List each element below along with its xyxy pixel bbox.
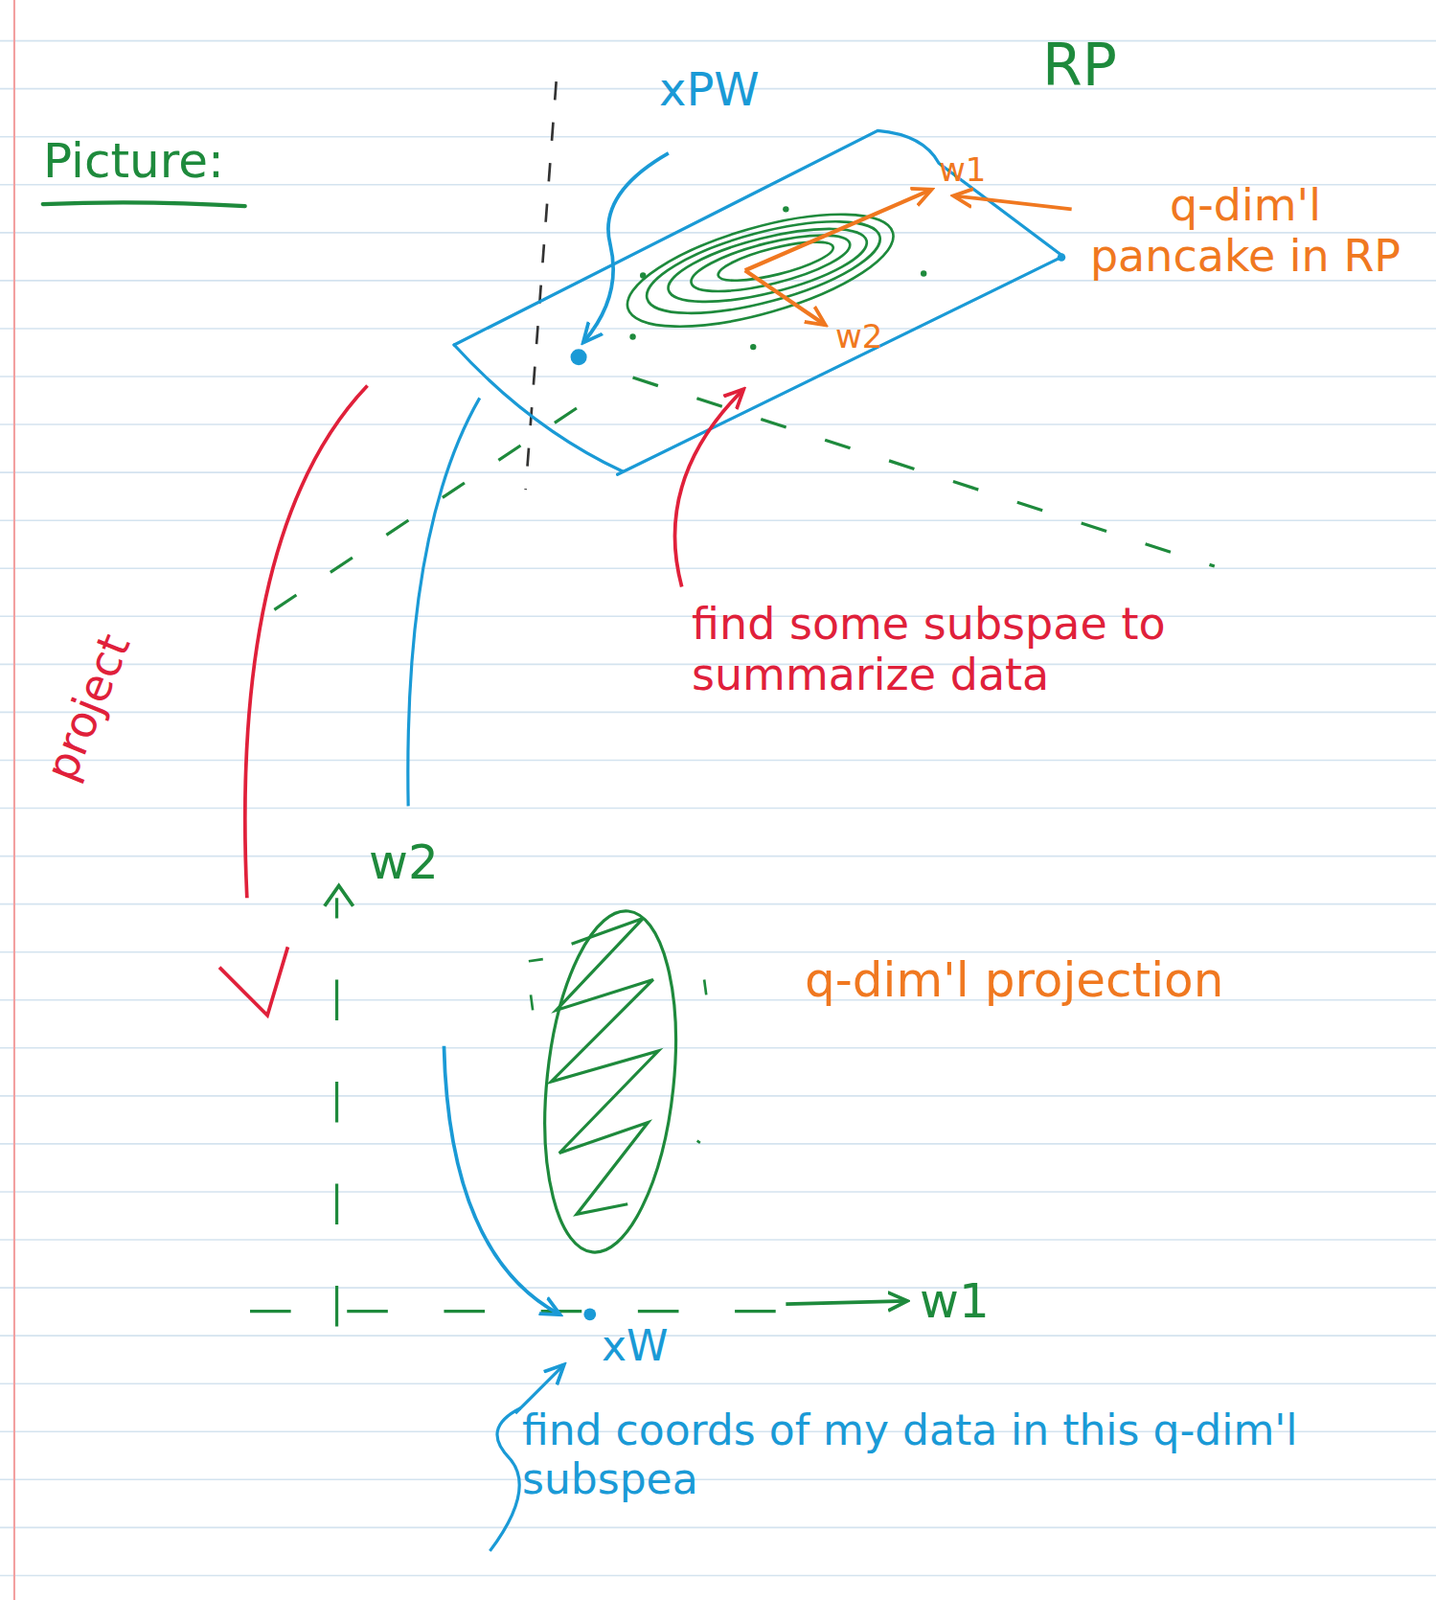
ruled-line	[0, 40, 1436, 43]
sketch-stroke	[528, 958, 544, 961]
sketch-stroke	[254, 408, 577, 623]
projected-cloud	[529, 904, 692, 1259]
sketch-stroke	[454, 130, 1062, 345]
ruled-line	[0, 711, 1436, 714]
sketch-stroke	[633, 377, 1215, 567]
ruled-line	[0, 1286, 1436, 1289]
sketch-stroke	[550, 918, 659, 1215]
basis-vector	[745, 270, 825, 324]
sketch-stroke	[617, 256, 1062, 475]
arrow-head	[219, 946, 288, 1015]
ruled-line	[0, 903, 1436, 906]
point-label: xW	[601, 1322, 669, 1371]
sketch-stroke	[629, 333, 636, 340]
ruled-line	[0, 855, 1436, 858]
ambient-axis	[254, 377, 1214, 623]
space-label: RP	[1042, 32, 1117, 99]
ruled-line	[0, 567, 1436, 570]
axis-label: w1	[919, 1274, 990, 1330]
sketch-stroke	[454, 344, 623, 472]
title-underline	[43, 202, 246, 206]
margin-line	[13, 0, 16, 1600]
subspace-plane	[454, 130, 1062, 475]
sketch-stroke	[525, 81, 557, 490]
note: find coords of my data in this q-dim'l s…	[522, 1406, 1414, 1504]
data-point	[570, 348, 588, 365]
arrow-head	[324, 885, 354, 906]
projection-axis	[785, 1300, 907, 1304]
ruled-line	[0, 807, 1436, 810]
sketch-stroke	[782, 205, 789, 212]
sketch-stroke	[704, 979, 707, 995]
ruled-line	[0, 471, 1436, 474]
vector-label: w1	[938, 151, 986, 189]
sketch-stroke	[639, 272, 646, 278]
ruled-line	[0, 1574, 1436, 1577]
ruled-line	[0, 1238, 1436, 1241]
ruled-line	[0, 759, 1436, 762]
arrow-label: project	[35, 627, 140, 789]
ambient-axis	[525, 81, 557, 490]
pointer-arrow	[674, 389, 743, 588]
ruled-line	[0, 1047, 1436, 1049]
project-arrow	[245, 386, 368, 899]
sketch-stroke	[714, 233, 837, 289]
basis-vector	[745, 189, 932, 271]
projection-axis	[250, 1309, 776, 1313]
data-point	[583, 1307, 596, 1321]
ruled-line	[0, 1382, 1436, 1385]
ruled-line	[0, 1334, 1436, 1337]
ruled-line	[0, 519, 1436, 522]
leader-line	[443, 1046, 559, 1315]
sketch-stroke	[697, 1140, 701, 1143]
sketch-stroke	[638, 203, 889, 333]
ruled-line	[0, 375, 1436, 378]
leader-line	[408, 397, 480, 806]
point-label: xPW	[659, 63, 760, 116]
sketch-stroke	[530, 994, 533, 1010]
plane-corner	[1057, 252, 1067, 262]
ruled-line	[0, 1479, 1436, 1482]
ruled-line	[0, 1527, 1436, 1529]
ruled-line	[0, 327, 1436, 330]
heading: Picture:	[43, 134, 225, 190]
pointer-arrow	[954, 195, 1072, 209]
ruled-line	[0, 1094, 1436, 1097]
ruled-line	[0, 1142, 1436, 1145]
data-point	[528, 958, 707, 1143]
leader-line	[583, 153, 668, 342]
note: q-dim'l projection	[804, 953, 1224, 1009]
sketch-stroke	[529, 904, 692, 1259]
projection-axis	[335, 897, 339, 1326]
ruled-paper	[0, 41, 1436, 1576]
brace	[489, 1408, 521, 1551]
note: find some subspae to summarize data	[691, 598, 1353, 701]
sketch-stroke	[750, 343, 756, 350]
note: q-dim'l pancake in RP	[1082, 180, 1409, 282]
ruled-line	[0, 1190, 1436, 1193]
vector-label: w2	[835, 318, 883, 356]
sketch-stroke	[920, 270, 927, 276]
axis-label: w2	[368, 835, 439, 891]
